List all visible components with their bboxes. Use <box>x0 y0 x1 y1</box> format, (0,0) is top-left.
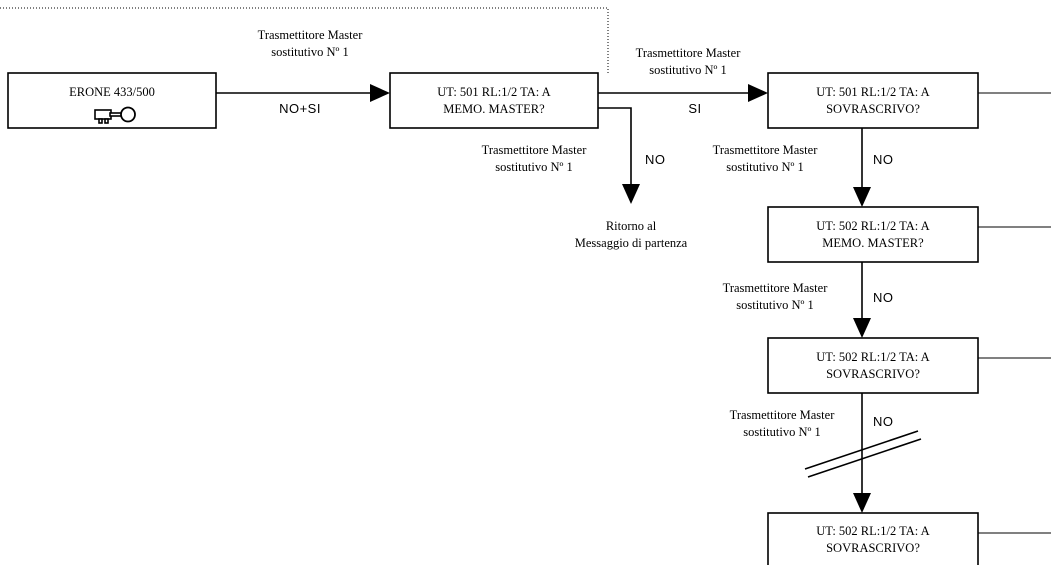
arrowhead <box>370 84 390 102</box>
box-line2: MEMO. MASTER? <box>822 236 924 250</box>
box-line1: UT: 502 RL:1/2 TA: A <box>816 524 929 538</box>
tx-label-line2: sostitutivo Nº 1 <box>495 160 573 174</box>
tx-label-line2: sostitutivo Nº 1 <box>736 298 814 312</box>
box-line2: SOVRASCRIVO? <box>826 367 920 381</box>
dotted-outline <box>0 7 609 74</box>
box-ut501-sovrascrivo: UT: 501 RL:1/2 TA: A SOVRASCRIVO? <box>767 72 979 129</box>
key-icon <box>94 106 136 124</box>
break-mark-line <box>804 430 919 470</box>
box-line1: UT: 501 RL:1/2 TA: A <box>816 85 929 99</box>
break-mark-line <box>807 438 922 478</box>
box-ut502-sovrascrivo-2: UT: 502 RL:1/2 TA: A SOVRASCRIVO? <box>767 512 979 565</box>
box-ut502-sovrascrivo-1: UT: 502 RL:1/2 TA: A SOVRASCRIVO? <box>767 337 979 394</box>
tx-label-line2: sostitutivo Nº 1 <box>271 45 349 59</box>
arrowhead <box>622 184 640 204</box>
edge-label-no: NO <box>873 152 894 167</box>
start-box: ERONE 433/500 <box>7 72 217 129</box>
arrowhead <box>748 84 768 102</box>
edge-label-no: NO <box>873 414 894 429</box>
tx-label-line2: sostitutivo Nº 1 <box>726 160 804 174</box>
tx-label-line1: Trasmettitore Master <box>723 281 829 295</box>
tx-label-line2: sostitutivo Nº 1 <box>649 63 727 77</box>
start-box-label: ERONE 433/500 <box>69 85 155 99</box>
tx-label-5: Trasmettitore Master sostitutivo Nº 1 <box>723 281 829 312</box>
arrowhead <box>853 318 871 338</box>
box-line1: UT: 502 RL:1/2 TA: A <box>816 219 929 233</box>
tx-label-line1: Trasmettitore Master <box>482 143 588 157</box>
tx-label-line1: Trasmettitore Master <box>713 143 819 157</box>
box-line2: MEMO. MASTER? <box>443 102 545 116</box>
tx-label-line1: Trasmettitore Master <box>636 46 742 60</box>
tx-label-line2: sostitutivo Nº 1 <box>743 425 821 439</box>
return-label-line1: Ritorno al <box>606 219 657 233</box>
tx-label-line1: Trasmettitore Master <box>258 28 364 42</box>
box-ut501-memo-master: UT: 501 RL:1/2 TA: A MEMO. MASTER? <box>389 72 599 129</box>
edge-label-no: NO <box>873 290 894 305</box>
tx-label-3: Trasmettitore Master sostitutivo Nº 1 <box>482 143 588 174</box>
box-ut502-memo-master: UT: 502 RL:1/2 TA: A MEMO. MASTER? <box>767 206 979 263</box>
box-line1: UT: 502 RL:1/2 TA: A <box>816 350 929 364</box>
edge-label-si: SI <box>688 101 701 116</box>
edge-label-no-si: NO+SI <box>279 101 321 116</box>
return-label: Ritorno al Messaggio di partenza <box>575 219 688 250</box>
arrowhead <box>853 187 871 207</box>
tx-label-1: Trasmettitore Master sostitutivo Nº 1 <box>258 28 364 59</box>
tx-label-6: Trasmettitore Master sostitutivo Nº 1 <box>730 408 836 439</box>
tx-label-4: Trasmettitore Master sostitutivo Nº 1 <box>713 143 819 174</box>
return-label-line2: Messaggio di partenza <box>575 236 688 250</box>
box-line2: SOVRASCRIVO? <box>826 102 920 116</box>
tx-label-line1: Trasmettitore Master <box>730 408 836 422</box>
box-line1: UT: 501 RL:1/2 TA: A <box>437 85 550 99</box>
edge-label-no: NO <box>645 152 666 167</box>
arrowhead <box>853 493 871 513</box>
arrow-memo-to-return <box>598 107 632 184</box>
tx-label-2: Trasmettitore Master sostitutivo Nº 1 <box>636 46 742 77</box>
box-line2: SOVRASCRIVO? <box>826 541 920 555</box>
